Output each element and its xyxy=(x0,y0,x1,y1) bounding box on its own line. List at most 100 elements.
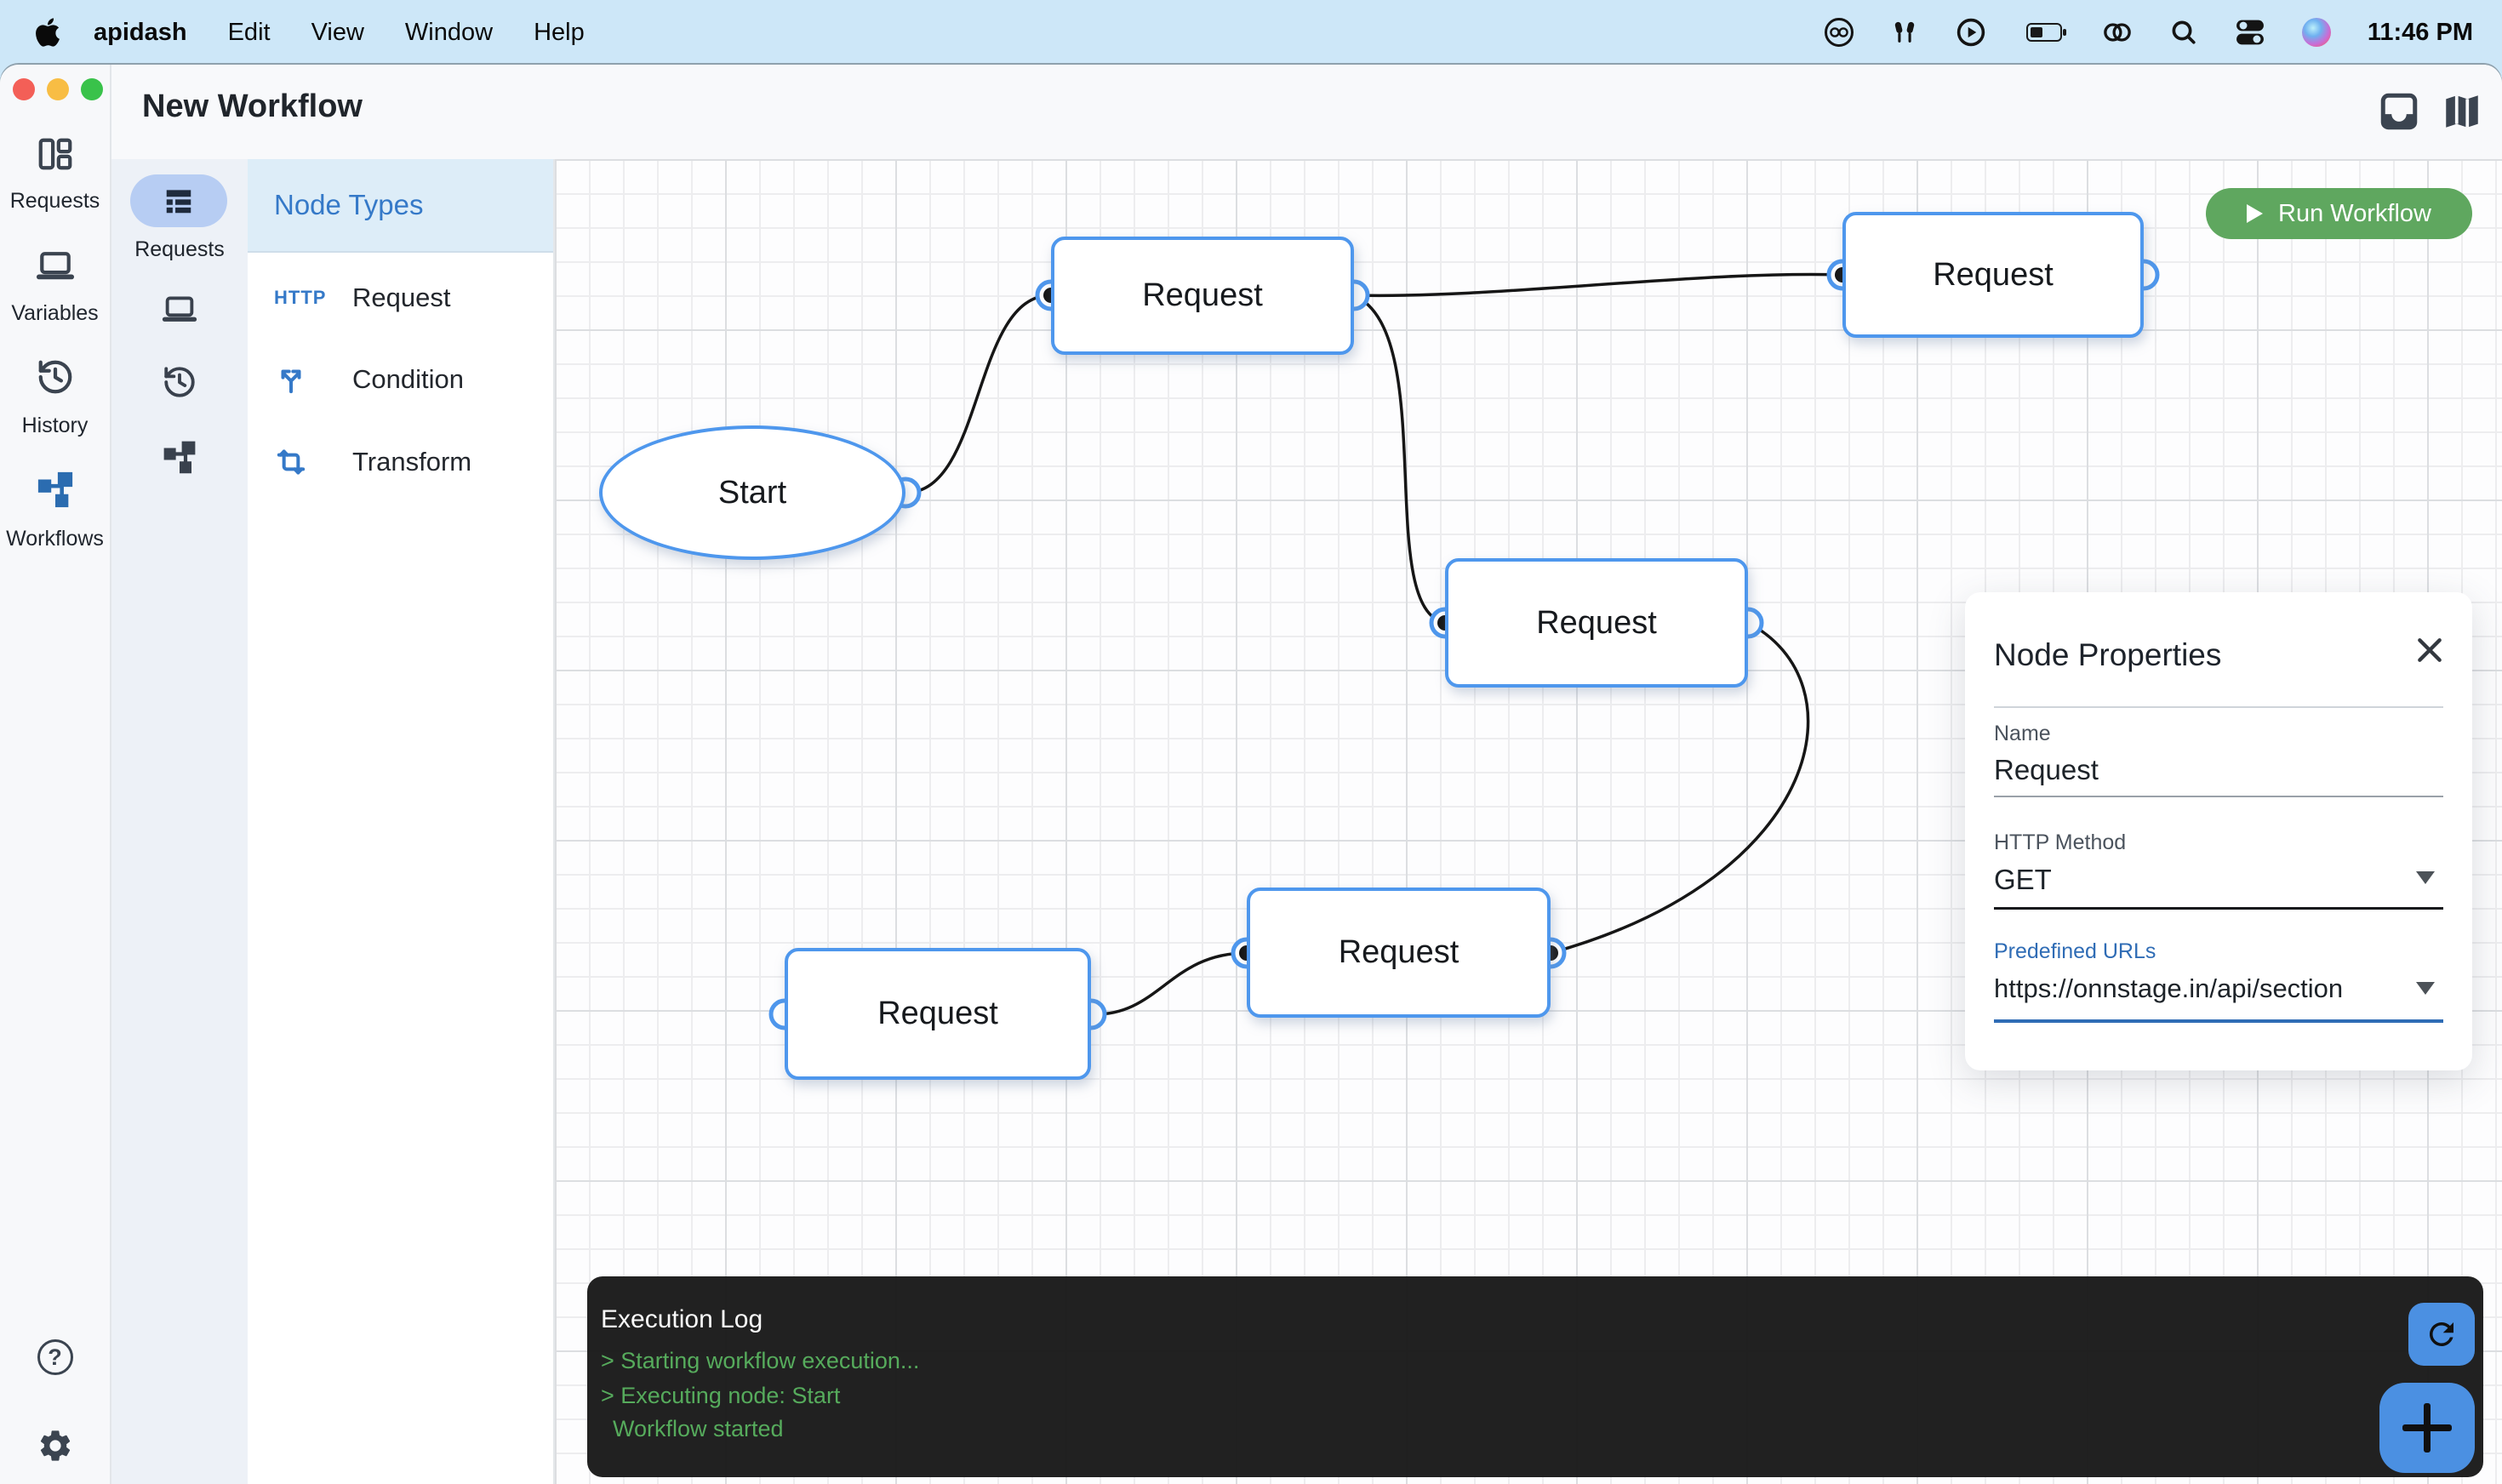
gear-icon xyxy=(40,1430,70,1461)
history-icon xyxy=(164,367,195,397)
add-node-button[interactable] xyxy=(2379,1383,2475,1473)
refresh-icon xyxy=(2429,1322,2453,1346)
node-label: Start xyxy=(717,474,787,511)
help-button[interactable]: ? xyxy=(0,1339,110,1375)
edge-start-request1 xyxy=(905,294,1052,494)
node-properties-panel: Node Properties Name Request HTTP Method… xyxy=(1965,592,2472,1070)
sidebar-label-history: History xyxy=(21,414,89,437)
rail-item-workflows[interactable] xyxy=(111,439,248,479)
battery-icon[interactable] xyxy=(2022,17,2066,48)
node-request-2[interactable]: Request xyxy=(1842,212,2144,338)
log-line: Workflow started xyxy=(613,1416,784,1441)
menu-bar: apidash Edit View Window Help 11:46 PM xyxy=(0,0,2502,65)
play-icon[interactable] xyxy=(1956,17,1986,48)
menu-view[interactable]: View xyxy=(311,18,364,46)
properties-title: Node Properties xyxy=(1994,637,2222,672)
control-center-icon[interactable] xyxy=(2235,17,2265,48)
node-label: Request xyxy=(877,996,998,1031)
node-label: Request xyxy=(1142,277,1263,313)
rail-label-requests: Requests xyxy=(134,237,225,261)
page-title: New Workflow xyxy=(142,88,363,124)
node-label: Request xyxy=(1933,256,2054,293)
name-field[interactable]: Request xyxy=(1994,754,2099,785)
siri-icon[interactable] xyxy=(2301,17,2332,48)
minimize-window-button[interactable] xyxy=(47,78,69,100)
close-icon[interactable] xyxy=(2413,633,2447,667)
help-icon: ? xyxy=(37,1339,73,1375)
sidebar-label-variables: Variables xyxy=(11,301,99,325)
http-method-select[interactable]: GET xyxy=(1994,864,2052,895)
layout-icon xyxy=(38,138,71,170)
zoom-window-button[interactable] xyxy=(81,78,103,100)
node-request-1[interactable]: Request xyxy=(1051,237,1354,355)
name-underline xyxy=(1994,796,2443,797)
execution-log-panel: Execution Log > Starting workflow execut… xyxy=(587,1276,2483,1477)
http-icon: HTTP xyxy=(274,287,327,308)
menu-edit[interactable]: Edit xyxy=(227,18,271,46)
edge-request4-request5 xyxy=(1090,951,1248,1016)
sidebar-item-history[interactable] xyxy=(0,357,110,401)
plus-icon xyxy=(2402,1403,2452,1453)
map-icon[interactable] xyxy=(2441,90,2483,133)
refresh-button[interactable] xyxy=(2408,1303,2475,1366)
transform-icon xyxy=(277,449,306,475)
node-request-3[interactable]: Request xyxy=(1445,558,1748,688)
run-workflow-label: Run Workflow xyxy=(2278,199,2431,227)
sidebar-item-requests[interactable] xyxy=(0,134,110,178)
main-sidebar: Requests Variables History Workflows ? xyxy=(0,65,111,1484)
edge-request1-request2 xyxy=(1353,272,1843,298)
log-line: > Starting workflow execution... xyxy=(601,1348,920,1373)
chevron-down-icon[interactable] xyxy=(2416,982,2435,995)
laptop-icon xyxy=(162,296,197,322)
rail-item-history[interactable] xyxy=(111,364,248,404)
rail-item-requests-selected[interactable] xyxy=(130,174,227,227)
edge-request3-request5 xyxy=(1550,621,1810,955)
sidebar-item-workflows[interactable] xyxy=(0,470,110,513)
branch-icon xyxy=(281,369,301,394)
window-header: New Workflow xyxy=(111,65,2502,159)
menu-app-name[interactable]: apidash xyxy=(94,18,187,46)
sidebar-label-workflows: Workflows xyxy=(6,527,104,551)
menu-window[interactable]: Window xyxy=(404,18,494,46)
node-type-transform[interactable]: Transform xyxy=(248,434,553,490)
node-request-4[interactable]: Request xyxy=(785,948,1091,1080)
name-label: Name xyxy=(1994,722,2051,745)
apple-icon[interactable] xyxy=(34,16,61,49)
chevron-down-icon[interactable] xyxy=(2416,871,2435,884)
node-type-condition[interactable]: Condition xyxy=(248,351,553,408)
workflow-icon xyxy=(163,441,196,474)
node-type-label: Condition xyxy=(352,364,464,394)
creative-cloud-icon[interactable] xyxy=(1824,18,1854,47)
workflow-canvas[interactable]: Start Request Request Request Request Re… xyxy=(555,159,2502,1484)
save-tray-icon[interactable] xyxy=(2378,90,2420,133)
node-start[interactable]: Start xyxy=(599,425,905,560)
airpods-icon[interactable] xyxy=(1889,17,1920,48)
node-label: Request xyxy=(1536,604,1657,641)
sidebar-item-variables[interactable] xyxy=(0,246,110,289)
node-request-5[interactable]: Request xyxy=(1247,888,1551,1018)
spotlight-icon[interactable] xyxy=(2168,17,2199,48)
execution-log-title: Execution Log xyxy=(601,1305,763,1333)
workflow-icon xyxy=(37,471,72,508)
close-window-button[interactable] xyxy=(13,78,35,100)
node-type-request[interactable]: HTTP Request xyxy=(248,270,553,326)
predefined-urls-label: Predefined URLs xyxy=(1994,939,2156,963)
play-icon xyxy=(2247,204,2264,223)
edge-request1-request3 xyxy=(1353,294,1446,625)
run-workflow-button[interactable]: Run Workflow xyxy=(2206,188,2472,239)
node-types-panel: Node Types HTTP Request Condition Transf… xyxy=(248,159,555,1484)
settings-button[interactable] xyxy=(0,1427,110,1469)
app-window: Requests Variables History Workflows ? N… xyxy=(0,65,2502,1484)
sidebar-label-requests: Requests xyxy=(9,189,100,213)
node-label: Request xyxy=(1338,934,1460,970)
url-underline xyxy=(1994,1019,2443,1023)
collections-rail: Requests xyxy=(111,159,248,1484)
menu-clock: 11:46 PM xyxy=(2367,18,2473,46)
node-type-label: Transform xyxy=(352,447,472,477)
history-icon xyxy=(38,360,71,394)
table-icon xyxy=(166,190,191,214)
rail-item-variables[interactable] xyxy=(111,291,248,331)
predefined-url-select[interactable]: https://onnstage.in/api/section xyxy=(1994,973,2344,1003)
menu-help[interactable]: Help xyxy=(534,18,585,46)
link-icon[interactable] xyxy=(2102,17,2133,48)
